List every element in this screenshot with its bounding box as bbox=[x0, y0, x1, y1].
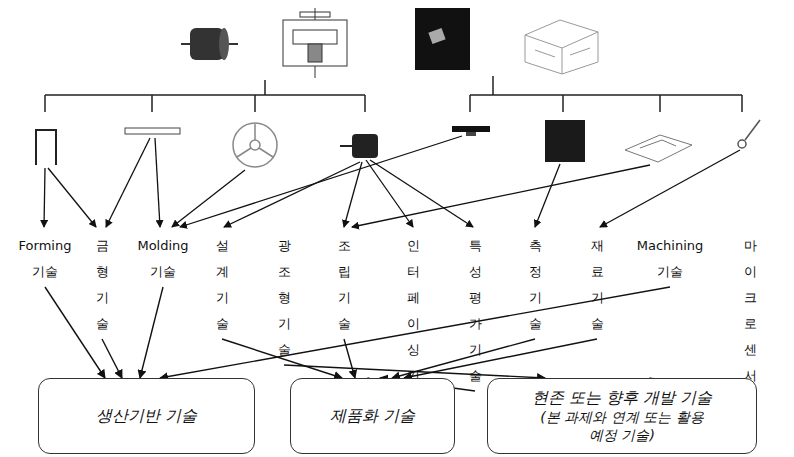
chip-photo bbox=[545, 120, 585, 162]
technology-name: Forming 기술 bbox=[19, 233, 72, 285]
part-arrows bbox=[44, 136, 740, 227]
technology-label: Forming 기술 bbox=[19, 233, 72, 285]
motor-photo bbox=[181, 28, 238, 60]
sensor-sketch bbox=[625, 135, 692, 162]
technology-label: 측정 기술 bbox=[529, 233, 542, 337]
category-box: 현존 또는 향후 개발 기술(본 과제와 연계 또는 활용 예정 기술) bbox=[487, 378, 757, 454]
box-title: 제품화 기술 bbox=[330, 406, 415, 426]
technology-name: 광조형 기술 bbox=[278, 233, 291, 363]
technology-label: 재료 기술 bbox=[591, 233, 604, 337]
tree-lines bbox=[45, 76, 742, 112]
technology-label: 광조형 기술 bbox=[278, 233, 291, 363]
technology-name: 금형 기술 bbox=[96, 233, 109, 337]
cross-section-drawing bbox=[283, 8, 347, 78]
connector-arrow bbox=[404, 339, 597, 378]
technology-label: 조립 기술 bbox=[338, 233, 351, 337]
plate-part bbox=[452, 126, 490, 136]
box-title: 현존 또는 향후 개발 기술 bbox=[532, 388, 712, 408]
technology-name: 재료 기술 bbox=[591, 233, 604, 337]
technology-label: Machining 기술 bbox=[637, 233, 704, 285]
technology-name: Machining 기술 bbox=[637, 233, 704, 285]
device-photo bbox=[415, 8, 470, 70]
technology-label: Molding 기술 bbox=[137, 233, 188, 285]
wheel-part bbox=[233, 123, 277, 167]
technology-label: 특성평가 기술 bbox=[469, 233, 482, 389]
technology-name: Molding 기술 bbox=[137, 233, 188, 285]
technology-name: 설계 기술 bbox=[216, 233, 229, 337]
technology-name: 측정 기술 bbox=[529, 233, 542, 337]
box-note: (본 과제와 연계 또는 활용 예정 기술) bbox=[535, 408, 710, 444]
category-box: 제품화 기술 bbox=[290, 378, 455, 454]
connector-arrow bbox=[102, 339, 122, 378]
connector-arrow bbox=[140, 287, 163, 378]
small-motor-part bbox=[340, 134, 378, 158]
bar-part bbox=[125, 128, 180, 134]
technology-label: 금형 기술 bbox=[96, 233, 109, 337]
probe-part bbox=[738, 120, 760, 148]
technology-name: 특성평가 기술 bbox=[469, 233, 482, 389]
bracket-part bbox=[36, 130, 56, 165]
technology-name: 조립 기술 bbox=[338, 233, 351, 337]
sketch-drawing bbox=[525, 20, 598, 74]
box-title: 생산기반 기술 bbox=[96, 406, 197, 426]
technology-label: 설계 기술 bbox=[216, 233, 229, 337]
category-box: 생산기반 기술 bbox=[38, 378, 255, 454]
